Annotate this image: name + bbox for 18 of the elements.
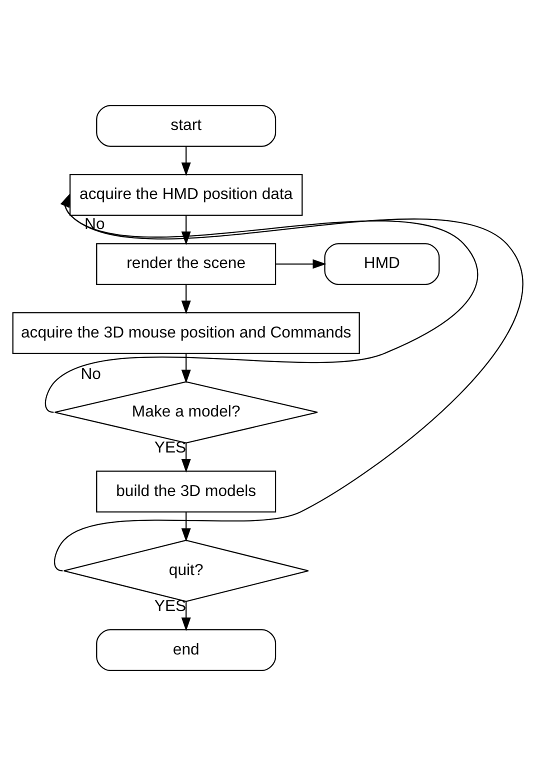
node-box: start xyxy=(96,104,276,147)
node-box: build the 3D models xyxy=(96,470,276,513)
edge-label: No xyxy=(84,216,105,233)
node-box: acquire the HMD position data xyxy=(70,174,303,216)
node-box: render the scene xyxy=(96,243,276,285)
node-box: HMD xyxy=(324,243,440,285)
arrow xyxy=(181,443,191,473)
arrow xyxy=(181,284,191,314)
node-box: end xyxy=(96,629,276,672)
arrow xyxy=(181,354,191,384)
arrow xyxy=(181,146,191,176)
arrow xyxy=(181,602,191,632)
node-box: acquire the 3D mouse position and Commands xyxy=(12,312,360,354)
arrow xyxy=(45,193,478,413)
arrow xyxy=(276,259,326,269)
arrow xyxy=(181,512,191,542)
edge-label: No xyxy=(80,366,101,384)
arrow xyxy=(54,193,523,572)
